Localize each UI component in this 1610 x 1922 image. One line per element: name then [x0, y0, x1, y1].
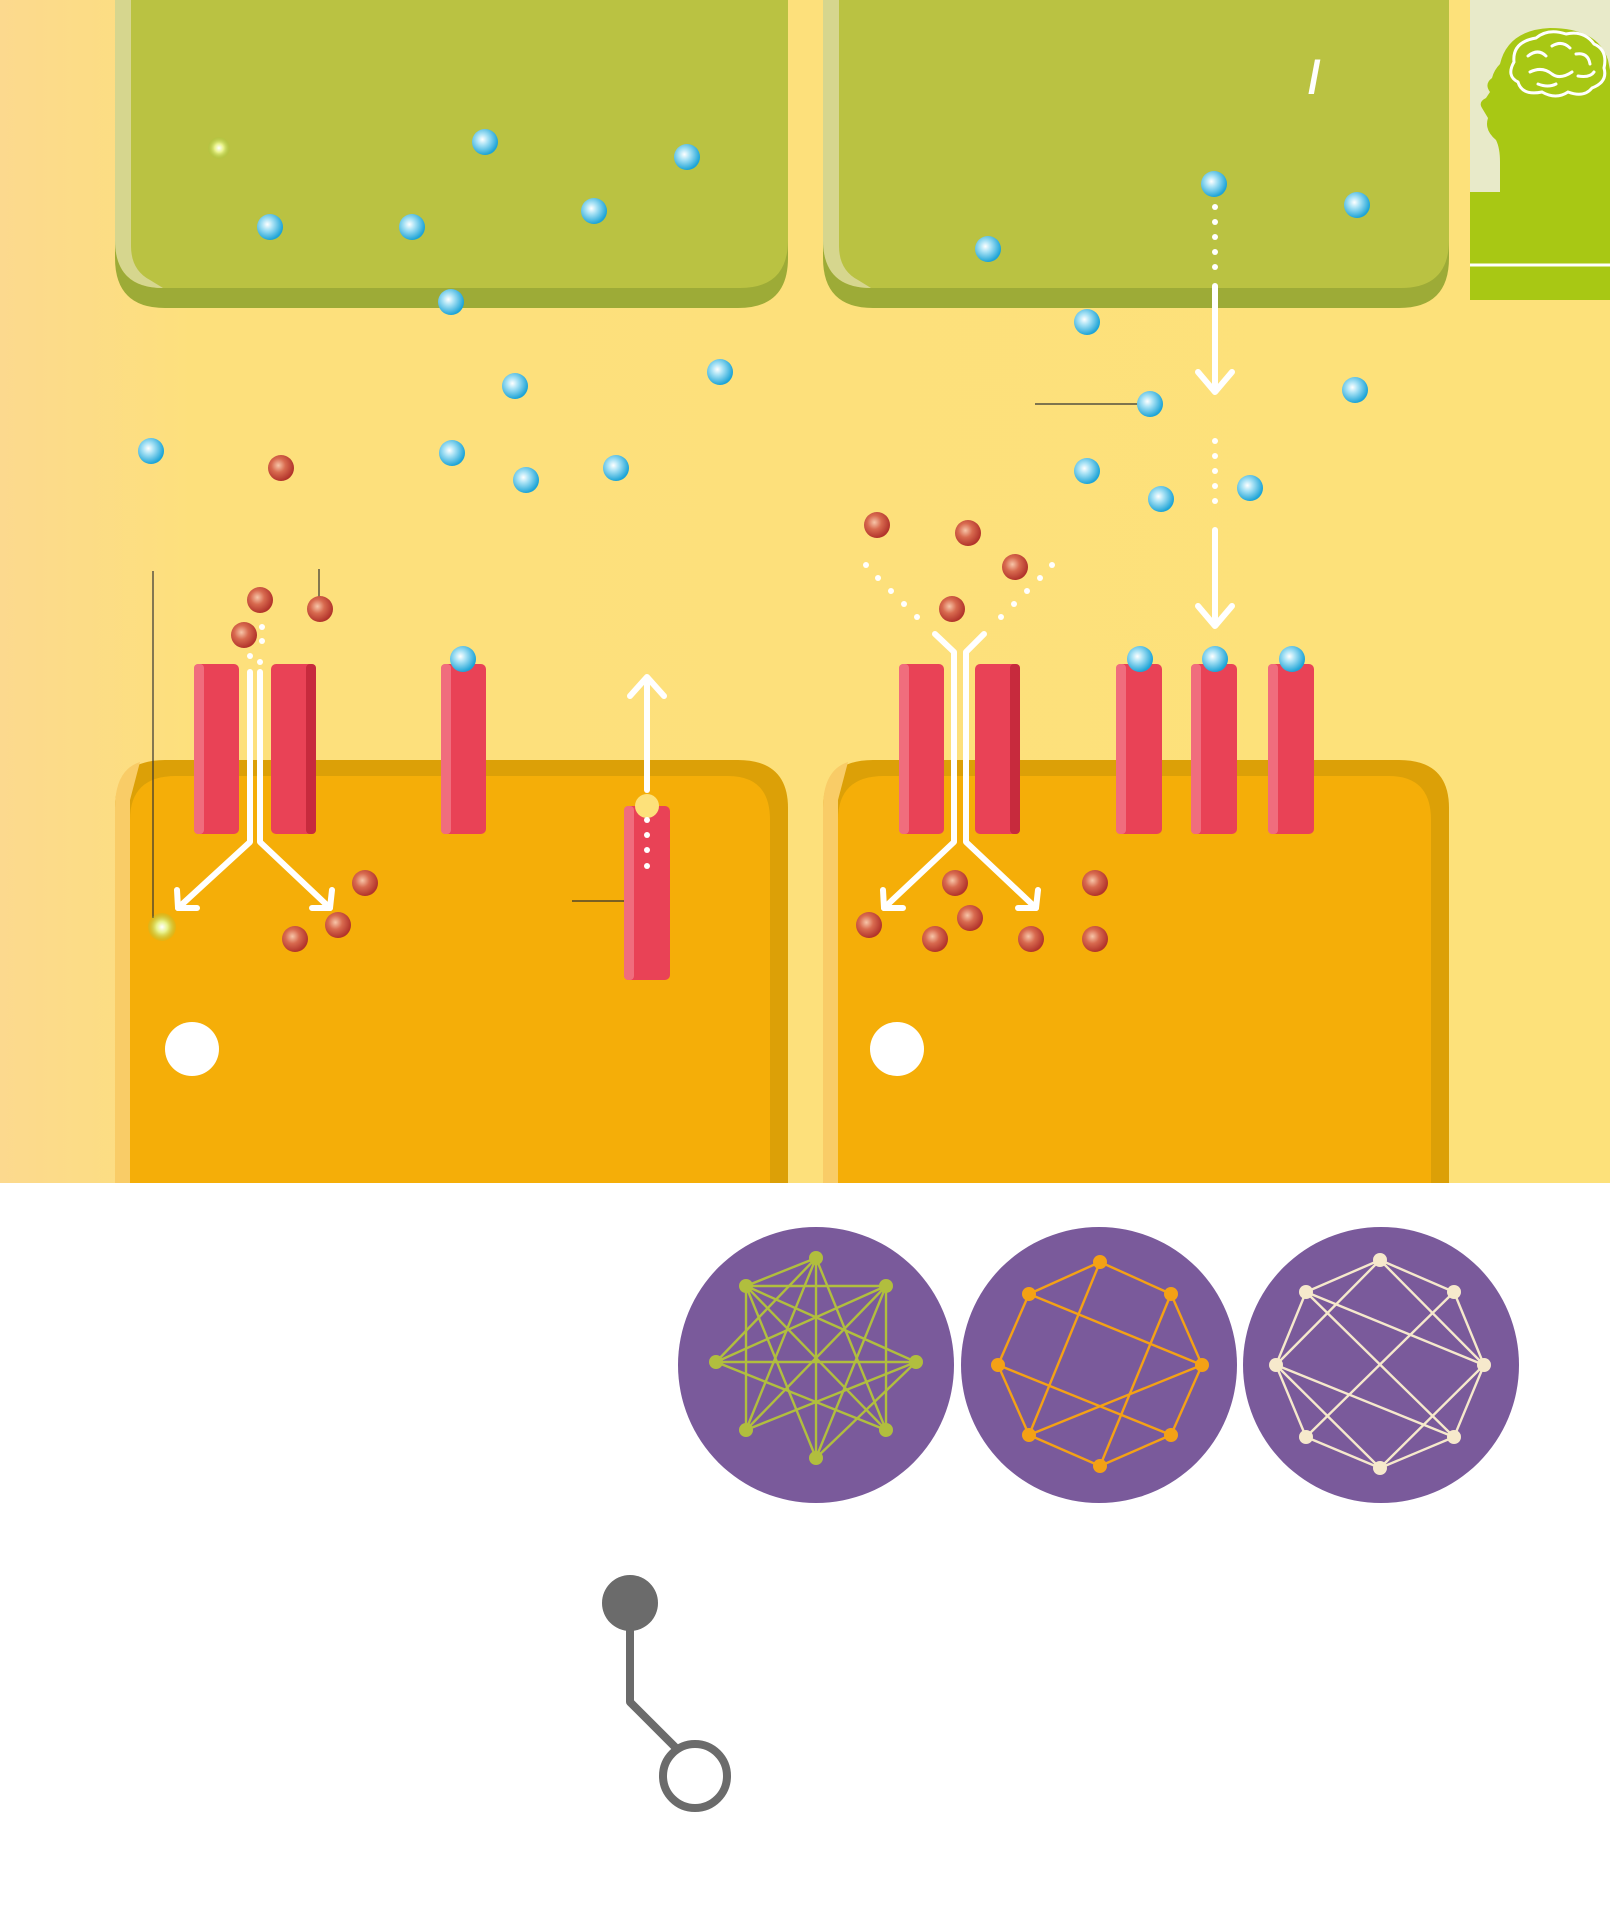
- receptor-single: [441, 664, 486, 834]
- network-disc-cream: [1243, 1227, 1519, 1503]
- ion-flow-arrow: [174, 669, 335, 911]
- presynaptic-terminal-right: [823, 0, 1449, 308]
- ion-particles: [231, 455, 1108, 952]
- postsynaptic-cell-right: [823, 760, 1449, 1183]
- glow-particle: [208, 137, 230, 159]
- ion-channel-receptor: [899, 664, 1020, 834]
- network-disc-orange: [961, 1227, 1237, 1503]
- header-icon-panel: [1470, 0, 1610, 300]
- release-arrow: [1195, 283, 1235, 629]
- dotted-path: [247, 204, 1218, 869]
- neurotransmitter-molecules: [138, 129, 1370, 672]
- connector-icon: [602, 1575, 731, 1812]
- receptor-inserted: [1116, 664, 1314, 834]
- cell-marker-dot: [165, 1022, 219, 1076]
- exocytosis-arrow: [627, 674, 667, 793]
- glow-particle: [148, 913, 176, 941]
- ion-flow-arrow: [880, 631, 1041, 911]
- presynaptic-terminal-left: [115, 0, 788, 308]
- ion-channel-receptor: [194, 664, 316, 834]
- cell-marker-dot: [870, 1022, 924, 1076]
- brain-icon: [1509, 30, 1607, 98]
- network-disc-green: [678, 1227, 954, 1503]
- receptor-internalized: [624, 794, 670, 980]
- header-slash-marker: /: [1308, 51, 1321, 103]
